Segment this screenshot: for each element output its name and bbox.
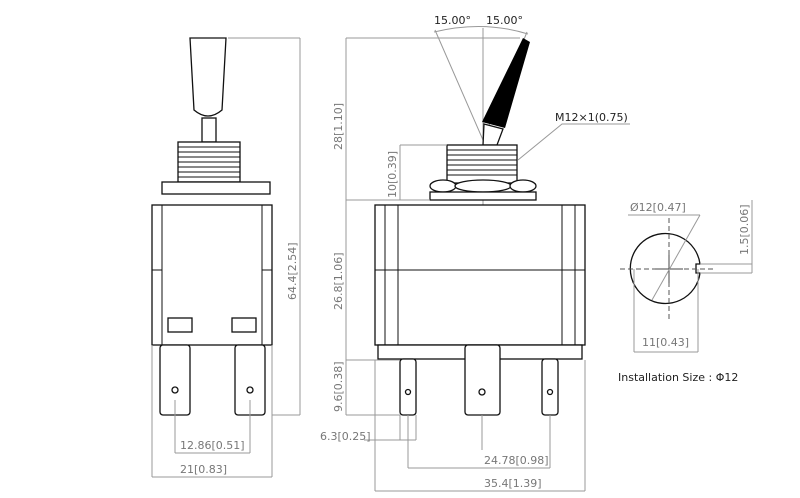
height-dim: 64.4[2.54] [286,242,299,300]
terminal-length-dim: 9.6[0.38] [332,361,345,412]
width-dim: 21[0.83] [180,463,227,476]
flat-dim: 11[0.43] [642,336,689,349]
bushing-dim: 10[0.39] [386,151,399,198]
lever-height-dim: 28[1.10] [332,103,345,150]
body-height-dim: 26.8[1.06] [332,252,345,310]
right-terminal [464,344,501,416]
angle-left-label: 15.00° [434,14,471,27]
left-view: 64.4[2.54] 12.86[0.51] 21[0.83] [151,37,301,478]
diameter-dim: Ø12[0.47] [630,201,686,214]
installation-size-label: Installation Size : Φ12 [618,371,738,384]
panel-cutout: Ø12[0.47] 1.5[0.06] 11[0.43] Installatio… [618,200,753,384]
left-lever-stem [201,117,217,143]
right-lever [482,38,530,128]
body-width-dim: 35.4[1.39] [484,477,542,490]
terminal-span-dim: 24.78[0.98] [484,454,549,467]
right-terminal [399,358,417,416]
right-nut [429,191,537,201]
left-lever [189,37,227,117]
angle-right-label: 15.00° [486,14,523,27]
left-nut [161,181,271,195]
right-body [374,204,586,346]
right-terminal [541,358,559,416]
thread-label: M12×1(0.75) [555,111,628,124]
left-bushing-threads [177,141,241,183]
key-dim: 1.5[0.06] [738,204,751,255]
pitch-dim: 12.86[0.51] [180,439,245,452]
right-bushing-threads [446,144,518,184]
terminal-width-dim: 6.3[0.25] [320,430,371,443]
right-view: 15.00° 15.00° M12×1(0.75) 28[1.10] 26.8[… [320,14,630,492]
